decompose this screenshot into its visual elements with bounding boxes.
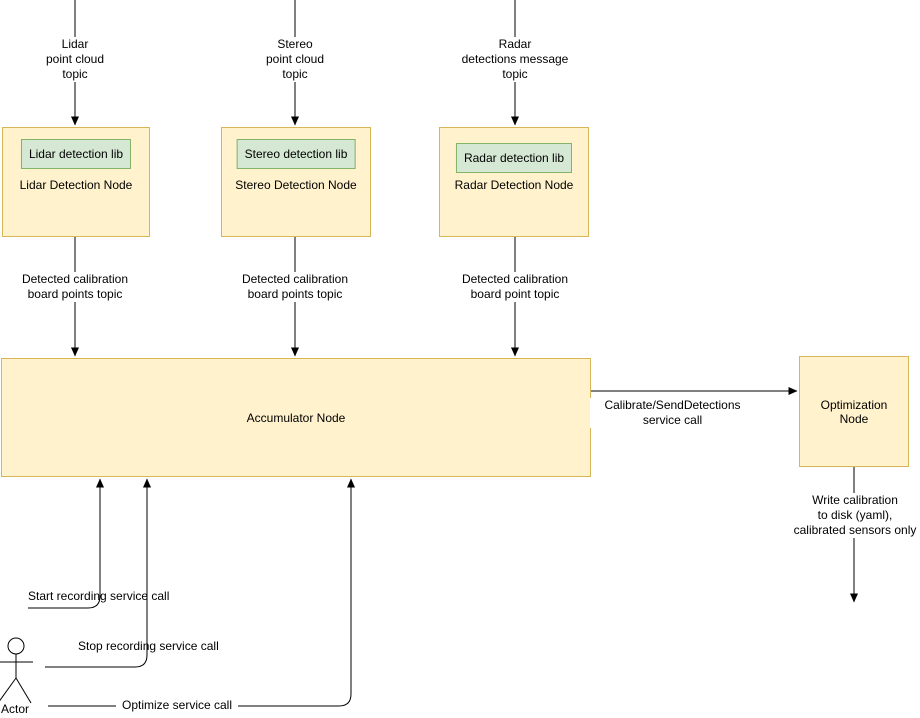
lidar-detection-node-title: Lidar Detection Node xyxy=(19,178,133,192)
label-optimize: Optimize service call xyxy=(116,698,238,713)
edge-start-recording xyxy=(28,478,104,609)
lidar-detection-lib-label: Lidar detection lib xyxy=(28,147,124,161)
label-stop-recording: Stop recording service call xyxy=(78,639,219,653)
lidar-detection-lib-box: Lidar detection lib xyxy=(20,139,132,169)
label-radar-topic: Radar detections message topic xyxy=(440,37,590,82)
node-accumulator: Accumulator Node xyxy=(1,358,591,477)
stereo-detection-lib-label: Stereo detection lib xyxy=(244,147,348,161)
radar-detection-lib-label: Radar detection lib xyxy=(463,151,565,165)
radar-detection-lib-box: Radar detection lib xyxy=(455,143,573,173)
node-stereo-detection: Stereo detection lib Stereo Detection No… xyxy=(221,127,371,237)
actor-label: Actor xyxy=(1,702,30,716)
label-stereo-topic: Stereo point cloud topic xyxy=(235,37,355,82)
label-write-calibration: Write calibration to disk (yaml), calibr… xyxy=(774,493,920,538)
node-lidar-detection: Lidar detection lib Lidar Detection Node xyxy=(2,127,150,237)
accumulator-node-title: Accumulator Node xyxy=(246,410,346,425)
stereo-detection-lib-box: Stereo detection lib xyxy=(236,139,356,169)
label-start-recording: Start recording service call xyxy=(28,589,170,603)
edge-stop-recording xyxy=(45,478,151,668)
radar-detection-node-title: Radar Detection Node xyxy=(454,178,574,192)
edge-optimize xyxy=(48,478,355,707)
actor-icon xyxy=(0,637,33,704)
label-lidar-detected: Detected calibration board points topic xyxy=(3,272,147,302)
label-calibrate-service: Calibrate/SendDetections service call xyxy=(590,398,755,428)
node-optimization: Optimization Node xyxy=(799,356,909,467)
stereo-detection-node-title: Stereo Detection Node xyxy=(235,178,357,192)
node-radar-detection: Radar detection lib Radar Detection Node xyxy=(439,127,589,237)
optimization-node-title: Optimization Node xyxy=(820,397,888,426)
label-radar-detected: Detected calibration board point topic xyxy=(443,272,587,302)
label-stereo-detected: Detected calibration board points topic xyxy=(223,272,367,302)
label-lidar-topic: Lidar point cloud topic xyxy=(15,37,135,82)
